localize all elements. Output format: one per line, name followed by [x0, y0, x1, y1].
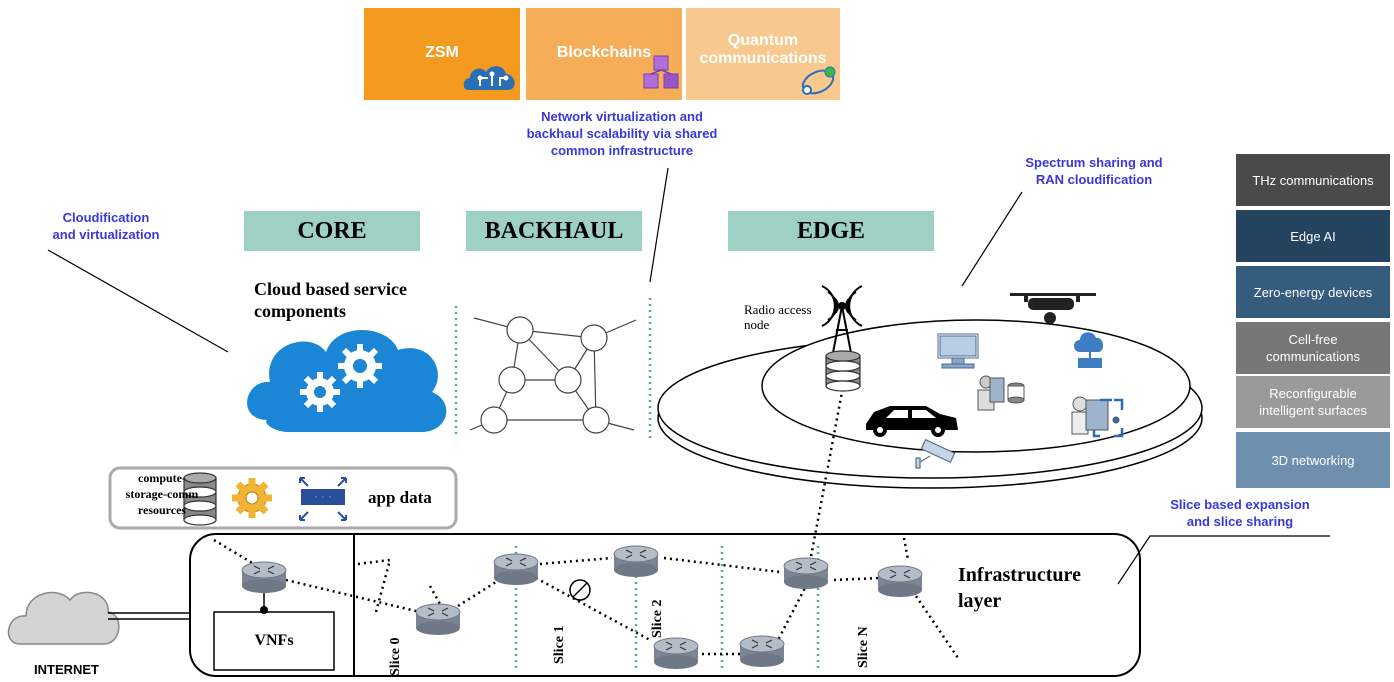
router-icon	[739, 635, 785, 667]
side-panel-item: THz communications	[1236, 154, 1390, 206]
person-device-icon	[977, 375, 1025, 411]
blockchain-cubes-icon	[643, 55, 679, 89]
edge-database-icon	[825, 350, 861, 392]
compute-line: storage-comm	[125, 487, 199, 501]
face-recognition-icon	[1071, 396, 1124, 438]
dotted-link	[539, 556, 613, 566]
radio-access-line: Radio access	[744, 302, 812, 317]
resources-database-icon	[183, 472, 217, 526]
infrastructure-line: Infrastructure	[958, 564, 1081, 586]
network-virtualization-leader	[649, 167, 669, 283]
radio-access-line: node	[744, 317, 770, 332]
edge-header: EDGE	[728, 211, 934, 251]
cloud-upload-icon	[1074, 332, 1104, 368]
quantum-link-icon	[801, 66, 836, 95]
slice-based-note: Slice based expansion and slice sharing	[1140, 496, 1340, 530]
core-header: CORE	[244, 211, 420, 251]
radio-access-label: Radio access node	[744, 302, 812, 332]
network-virtualization-note: Network virtualization and backhaul scal…	[484, 108, 760, 159]
dotted-link	[774, 585, 808, 645]
dotted-link	[833, 576, 881, 582]
car-icon	[866, 406, 958, 437]
infrastructure-label: Infrastructure layer	[958, 562, 1081, 614]
zsm-label: ZSM	[425, 44, 459, 61]
compute-resources-label: compute- storage-comm resources	[116, 470, 208, 518]
quantum-label-1: Quantum	[727, 32, 799, 49]
side-panel-item: Cell-free communications	[1236, 322, 1390, 374]
zsm-box: ZSM	[364, 8, 520, 100]
slice-2-label: Slice 2	[650, 599, 665, 639]
dotted-link	[457, 580, 497, 608]
note-line: Spectrum sharing and	[1025, 155, 1163, 170]
network-switch-icon	[299, 477, 347, 521]
vnfs-label: VNFs	[254, 632, 294, 649]
dotted-link	[914, 595, 960, 659]
slice-1-label: Slice 1	[552, 625, 567, 665]
cloud-service-line: Cloud based service	[254, 279, 407, 299]
note-line: Cloudification	[62, 210, 150, 225]
cloud-services-icon	[247, 330, 447, 432]
vnfs-box	[213, 611, 335, 671]
cloud-service-label: Cloud based service components	[254, 278, 407, 322]
side-panel-item: 3D networking	[1236, 432, 1390, 488]
slice-leader	[1117, 535, 1330, 585]
desktop-computer-icon	[937, 333, 979, 369]
vnf-link-node	[260, 606, 268, 614]
compute-line: resources	[137, 503, 187, 517]
backhaul-mesh	[469, 316, 637, 434]
dotted-link	[902, 537, 910, 561]
router-icon	[613, 545, 659, 577]
dotted-link	[663, 556, 781, 574]
note-line: Network virtualization and	[541, 109, 703, 124]
dotted-link	[428, 585, 442, 605]
quantum-label-2: communications	[699, 50, 827, 67]
cloud-service-line: components	[254, 301, 347, 321]
router-icon	[241, 561, 287, 593]
note-line: Slice based expansion	[1170, 497, 1310, 512]
blocked-symbol-icon	[569, 579, 591, 601]
internet-cloud-icon	[7, 591, 120, 645]
drone-icon	[1010, 293, 1096, 324]
router-icon	[415, 603, 461, 635]
note-line: RAN cloudification	[1035, 172, 1153, 187]
brain-circuit-icon	[463, 66, 515, 90]
router-icon	[493, 553, 539, 585]
security-camera-icon	[915, 438, 956, 469]
side-panel-item: Zero-energy devices	[1236, 266, 1390, 318]
backhaul-header: BACKHAUL	[466, 211, 642, 251]
internet-label: INTERNET	[34, 662, 99, 677]
gear-icon	[232, 478, 272, 518]
infrastructure-line: layer	[958, 590, 1002, 612]
side-panel-item: Reconfigurable intelligent surfaces	[1236, 376, 1390, 428]
dotted-link	[808, 391, 844, 563]
radio-tower-icon	[821, 285, 863, 359]
router-icon	[783, 557, 829, 589]
slice-n-label: Slice N	[856, 626, 871, 668]
infrastructure-box	[189, 533, 1141, 677]
router-icon	[653, 637, 699, 669]
cloudification-note: Cloudification and virtualization	[36, 209, 176, 243]
cloudification-leader	[47, 249, 229, 353]
note-line: and virtualization	[52, 227, 160, 242]
blockchains-label: Blockchains	[556, 44, 652, 61]
spectrum-sharing-note: Spectrum sharing and RAN cloudification	[994, 154, 1194, 188]
note-line: backhaul scalability via shared	[526, 126, 718, 141]
note-line: and slice sharing	[1186, 514, 1294, 529]
side-panel-item: Edge AI	[1236, 210, 1390, 262]
app-data-label: app data	[368, 488, 432, 507]
dotted-link	[285, 578, 421, 614]
blockchains-box: Blockchains	[526, 8, 682, 100]
dotted-link	[535, 576, 651, 642]
spectrum-leader	[961, 191, 1023, 287]
router-icon	[877, 565, 923, 597]
compute-line: compute-	[138, 471, 186, 485]
note-line: common infrastructure	[550, 143, 694, 158]
slice-0-label: Slice 0	[388, 637, 403, 677]
dotted-link	[213, 538, 255, 566]
quantum-box: Quantum communications	[686, 8, 840, 100]
